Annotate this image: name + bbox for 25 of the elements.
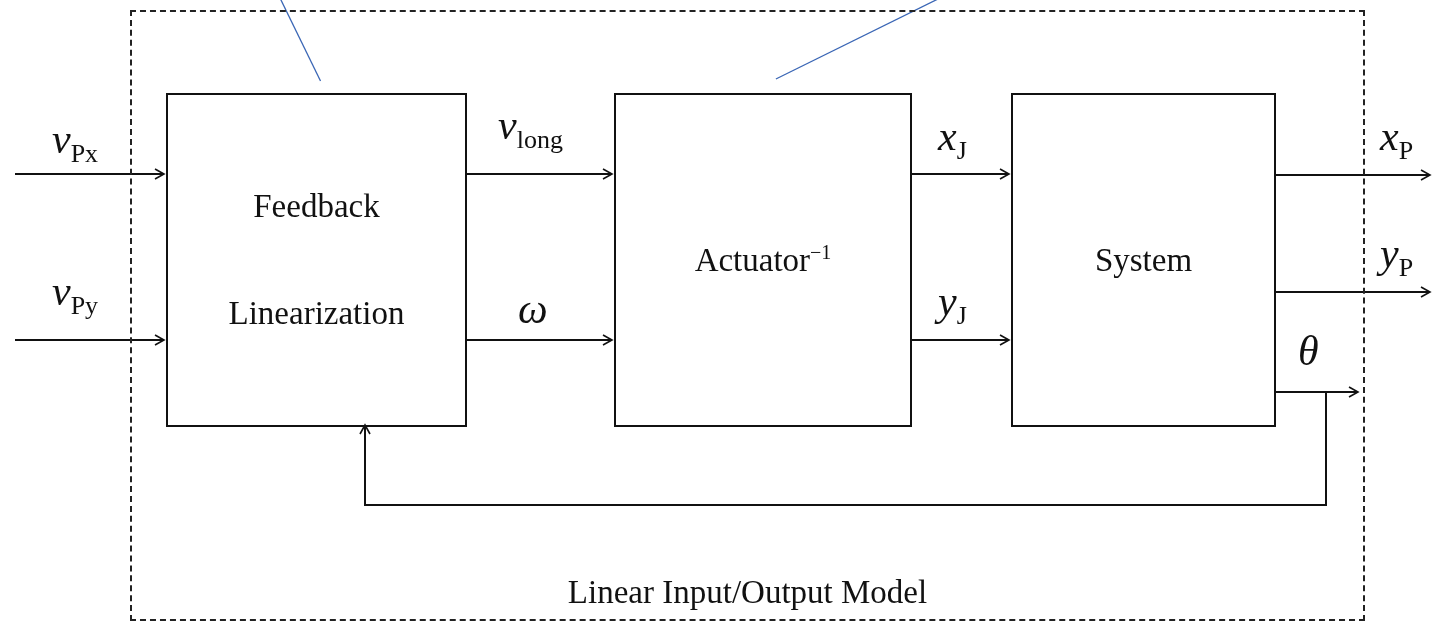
signal-label: x$_{P}$ xyxy=(1380,115,1414,165)
block-label: Actuator$^{−1}$ xyxy=(694,241,832,279)
signal-label: v$_{Px}$ xyxy=(52,118,99,168)
signal-label: v$_{Py}$ xyxy=(52,270,99,320)
signal-arrow xyxy=(14,168,165,180)
feedback-arrow xyxy=(359,391,1327,506)
signal-label: v$_{long}$ xyxy=(498,104,563,154)
block-label: System xyxy=(1094,241,1193,279)
signal-arrow xyxy=(464,168,613,180)
signal-arrow xyxy=(14,334,165,346)
signal-arrow xyxy=(909,168,1010,180)
block-box xyxy=(166,93,467,427)
signal-label: ω xyxy=(518,288,548,330)
signal-label: x$_{J}$ xyxy=(938,115,967,165)
signal-arrow xyxy=(1273,169,1431,181)
group-boundary xyxy=(130,10,1365,621)
leader-line xyxy=(279,0,322,82)
block-box xyxy=(614,93,912,427)
block-label: Feedback Linearization xyxy=(227,187,406,333)
signal-arrow xyxy=(464,334,613,346)
signal-arrow xyxy=(1273,286,1431,298)
signal-label: θ xyxy=(1298,330,1319,372)
block-box xyxy=(1011,93,1276,427)
signal-arrow xyxy=(909,334,1010,346)
group-label: Linear Input/Output Model xyxy=(566,574,929,611)
